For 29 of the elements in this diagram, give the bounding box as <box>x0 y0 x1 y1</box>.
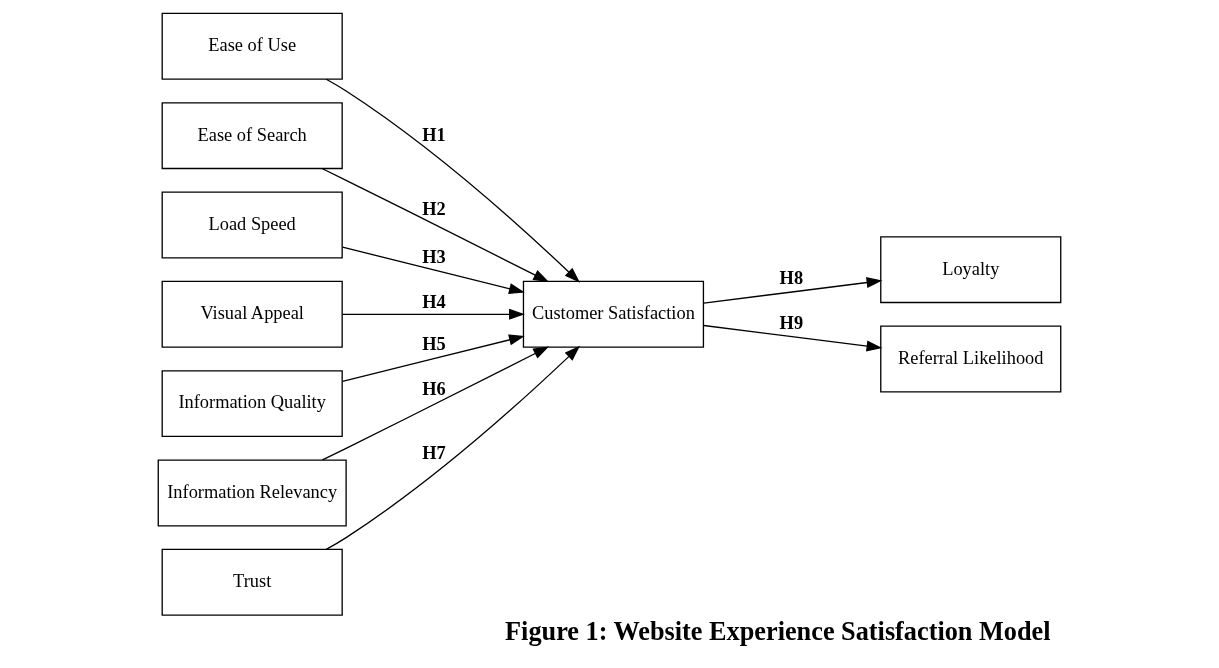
arrow <box>341 246 525 295</box>
edge-label: H3 <box>422 247 446 268</box>
node-box: Visual Appeal <box>161 280 343 348</box>
edge-label: H2 <box>422 198 446 219</box>
edge-label: H5 <box>422 334 446 355</box>
arrow <box>703 324 883 352</box>
edge-label: H8 <box>779 268 804 289</box>
edge-label: H6 <box>422 378 446 399</box>
node-box: Customer Satisfaction <box>522 280 705 348</box>
edge-label: H4 <box>422 291 446 312</box>
edge-label: H9 <box>779 313 804 334</box>
edge-label: H7 <box>422 443 446 464</box>
arrow <box>321 168 549 283</box>
node-box: Trust <box>161 548 343 616</box>
caption: Figure 1: Website Experience Satisfaction Model <box>505 617 1051 647</box>
arrow <box>325 78 581 283</box>
node-box: Load Speed <box>161 191 343 259</box>
edge-label: H1 <box>422 125 446 146</box>
node-box: Ease of Search <box>161 102 343 170</box>
node-box: Loyalty <box>880 236 1062 304</box>
arrow <box>321 346 549 461</box>
arrow <box>341 334 525 383</box>
node-box: Ease of Use <box>161 12 343 80</box>
arrow <box>341 308 525 320</box>
node-box: Information Relevancy <box>157 459 347 527</box>
node-box: Information Quality <box>161 370 343 438</box>
arrow <box>703 277 883 304</box>
arrow <box>325 345 581 550</box>
node-box: Referral Likelihood <box>880 325 1062 393</box>
